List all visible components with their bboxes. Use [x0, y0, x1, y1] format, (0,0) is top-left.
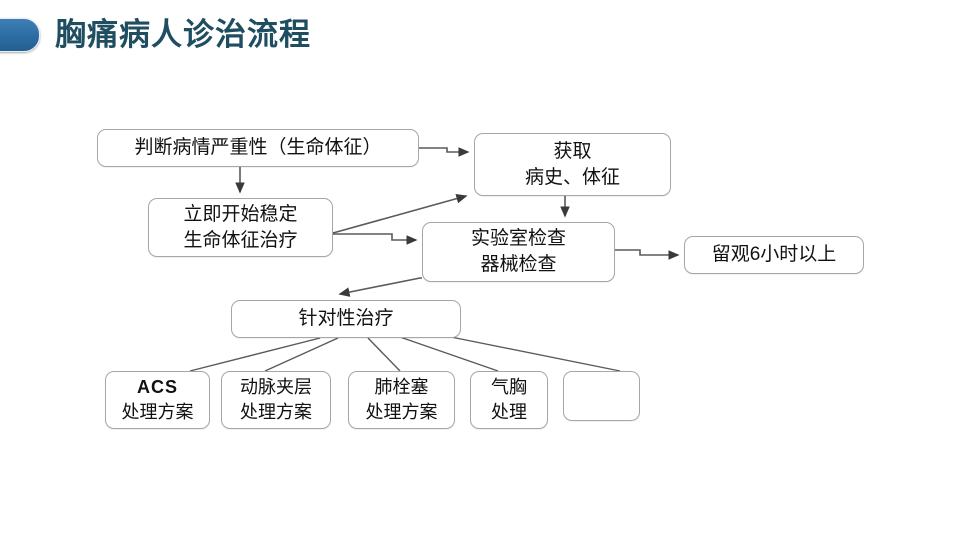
node-laboratory-tests-line-2: 器械检查 — [480, 254, 557, 275]
node-pulmonary-embolism-protocol-line-2: 处理方案 — [365, 402, 438, 422]
node-targeted-treatment-line-1: 针对性治疗 — [298, 308, 394, 329]
node-acs-protocol-line-2: 处理方案 — [121, 402, 194, 422]
node-obtain-history-line-2: 病史、体征 — [524, 166, 620, 188]
node-pneumothorax-protocol-line-2: 处理 — [491, 402, 527, 422]
edge-targeted-to-pneumothorax — [399, 336, 499, 372]
node-laboratory-tests-line-1: 实验室检查 — [470, 228, 566, 249]
node-stabilize-vitals-line-2: 生命体征治疗 — [183, 229, 298, 251]
node-pneumothorax-protocol[interactable]: 气胸 处理 — [470, 371, 548, 429]
node-aortic-dissection-protocol-line-2: 处理方案 — [240, 402, 312, 422]
node-pneumothorax-protocol-line-1: 气胸 — [491, 377, 527, 397]
node-targeted-treatment[interactable]: 针对性治疗 — [231, 300, 461, 338]
node-obtain-history-line-1: 获取 — [553, 140, 592, 162]
edge-targeted-to-embolism — [367, 337, 401, 372]
node-blank-protocol[interactable] — [563, 371, 640, 421]
page-title: 胸痛病人诊治流程 — [55, 17, 311, 52]
edge-targeted-to-acs — [189, 337, 321, 372]
node-observation-6h[interactable]: 留观6小时以上 — [684, 236, 864, 274]
node-stabilize-vitals-line-1: 立即开始稳定 — [183, 203, 298, 225]
edge-targeted-to-blank — [445, 335, 621, 372]
edge-stabilize-to-labtest — [333, 233, 418, 245]
node-laboratory-tests[interactable]: 实验室检查 器械检查 — [422, 222, 615, 282]
node-pulmonary-embolism-protocol-line-1: 肺栓塞 — [374, 377, 429, 397]
node-obtain-history[interactable]: 获取 病史、体征 — [474, 133, 671, 196]
edge-labtest-to-observe — [615, 249, 680, 260]
node-pulmonary-embolism-protocol[interactable]: 肺栓塞 处理方案 — [348, 371, 455, 429]
edge-assess-to-history — [419, 147, 470, 157]
node-acs-protocol-line-1: ACS — [136, 377, 178, 397]
node-aortic-dissection-protocol[interactable]: 动脉夹层 处理方案 — [221, 371, 331, 429]
node-observation-6h-line-1: 留观6小时以上 — [711, 244, 837, 265]
node-stabilize-vitals[interactable]: 立即开始稳定 生命体征治疗 — [148, 198, 333, 257]
edge-targeted-to-dissection — [264, 337, 339, 372]
node-assess-severity[interactable]: 判断病情严重性（生命体征） — [97, 129, 419, 167]
title-bullet-icon — [0, 18, 40, 52]
node-acs-protocol[interactable]: ACS 处理方案 — [105, 371, 210, 429]
edge-labtest-to-targeted — [338, 277, 422, 297]
node-aortic-dissection-protocol-line-1: 动脉夹层 — [240, 377, 312, 397]
node-assess-severity-line-1: 判断病情严重性（生命体征） — [134, 137, 382, 158]
